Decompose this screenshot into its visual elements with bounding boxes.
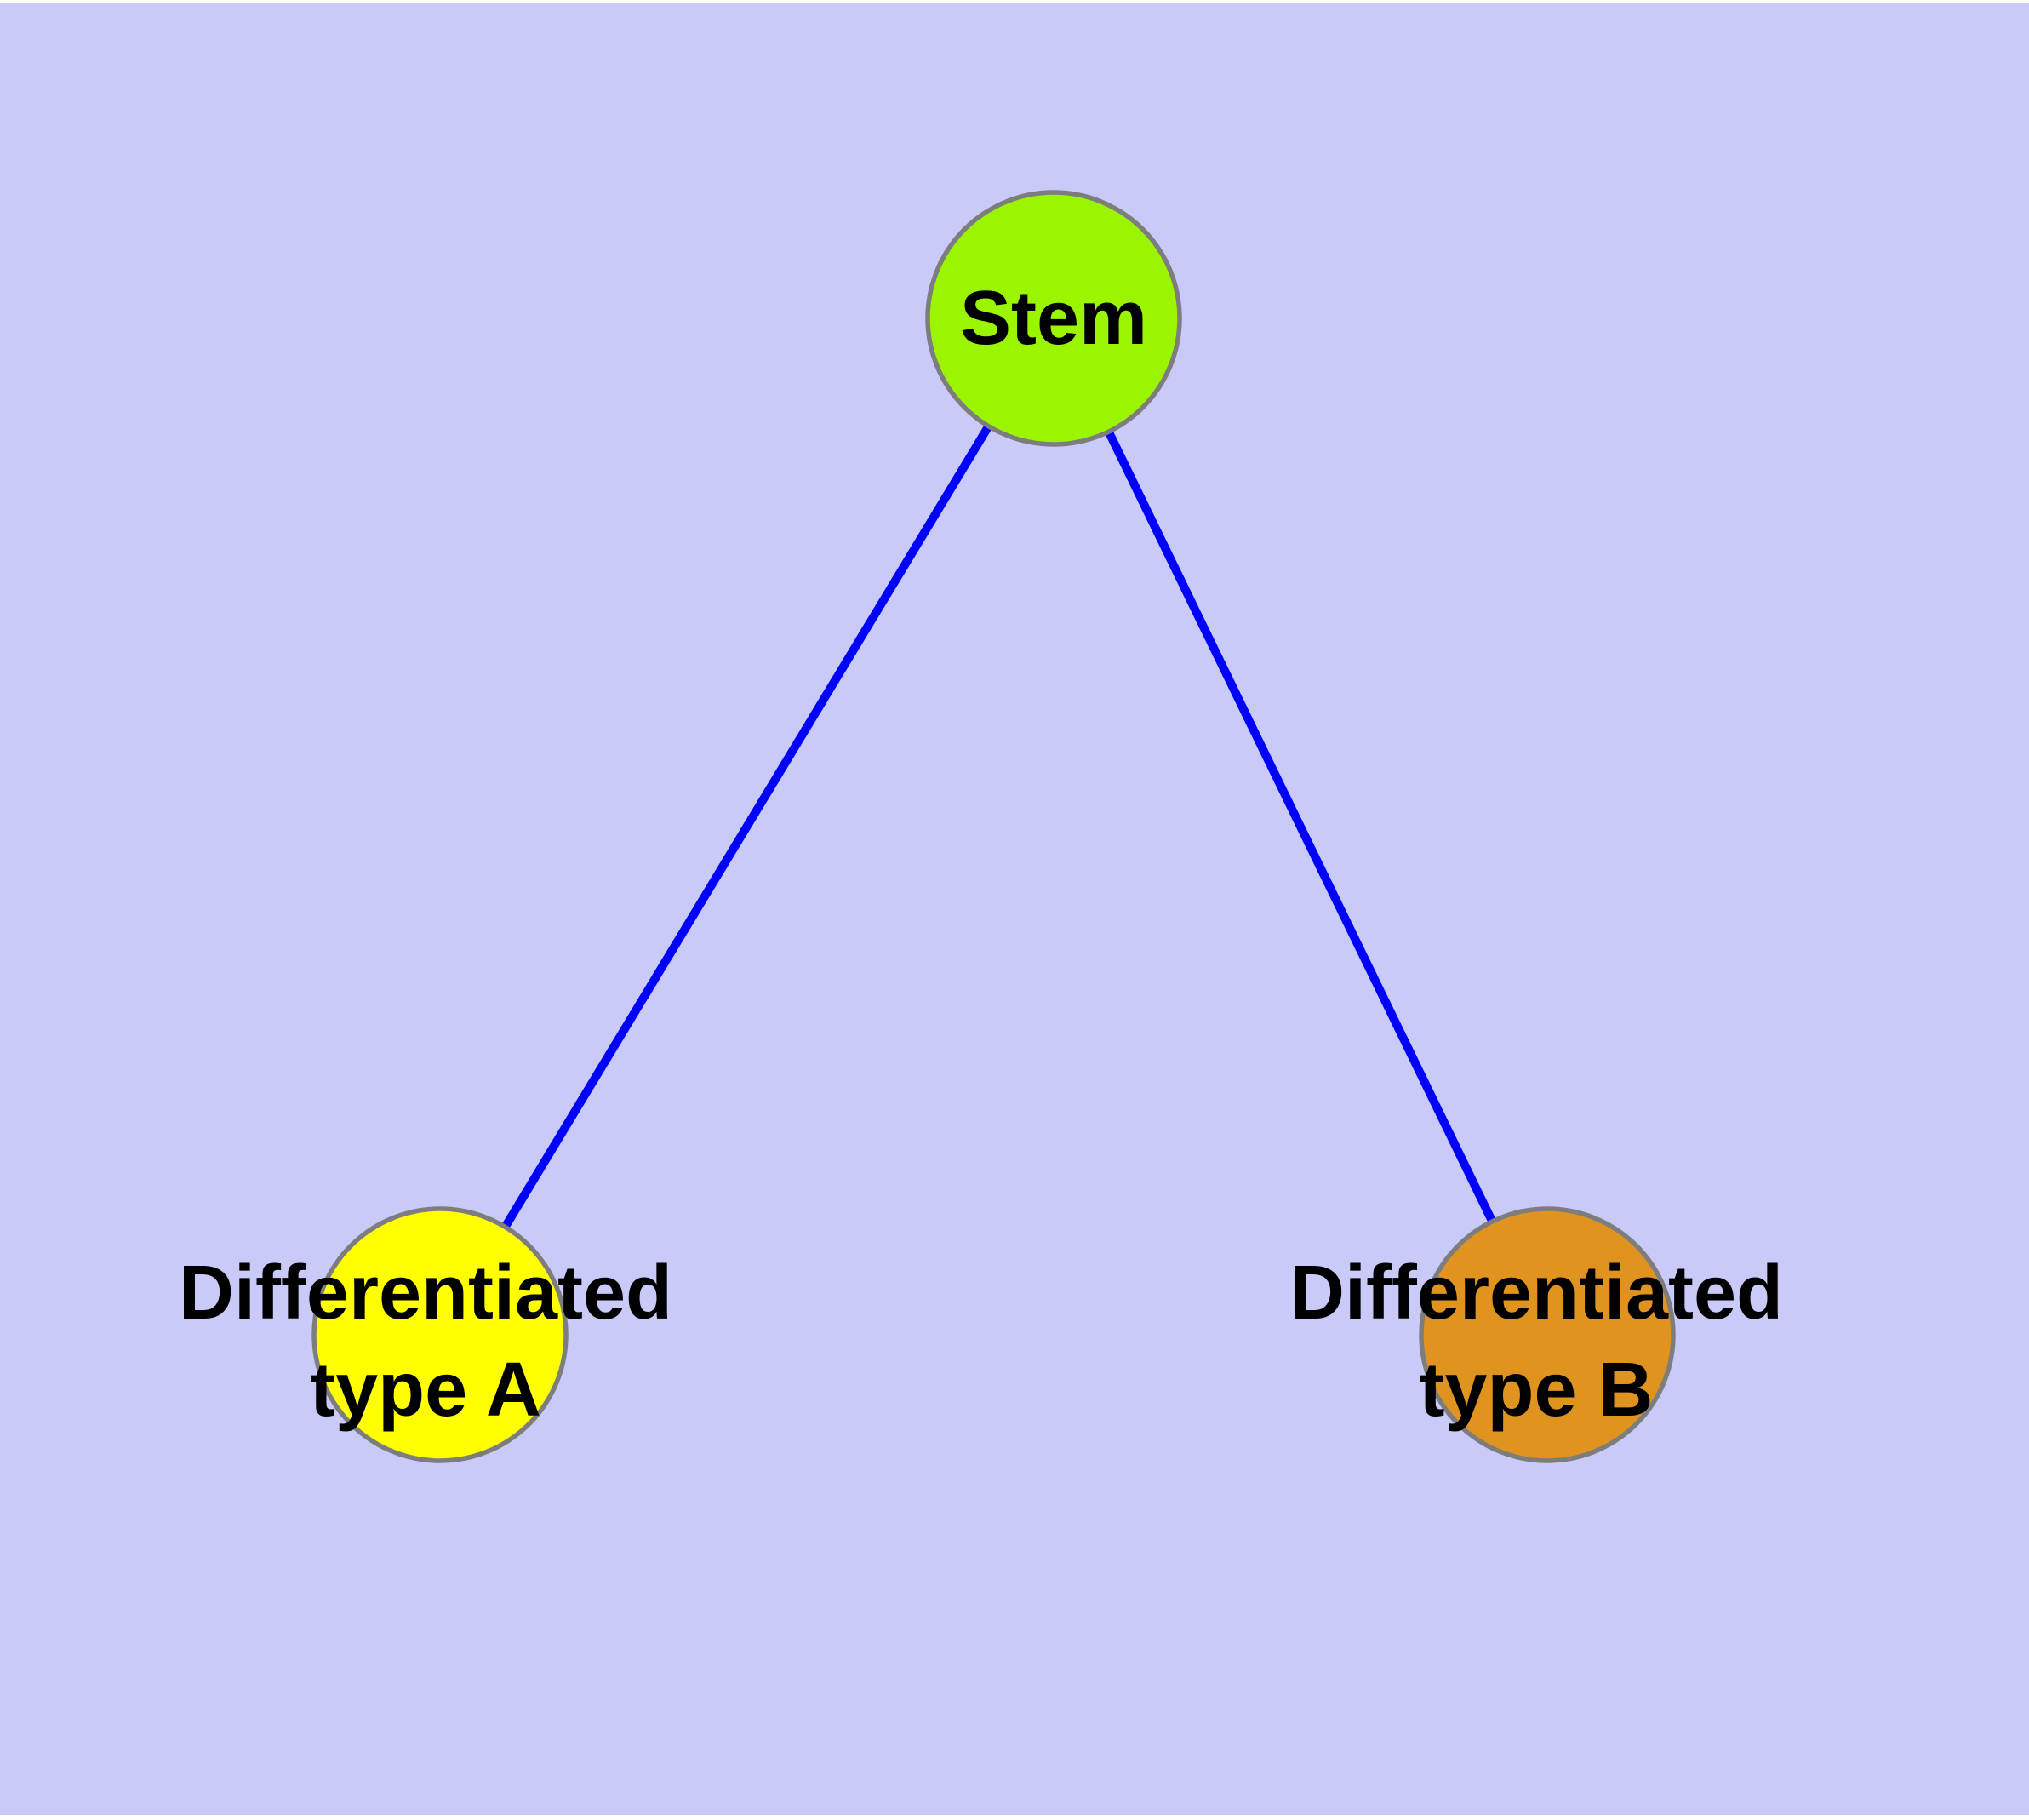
stem-node-label: Stem [960, 276, 1147, 361]
type-b-node [1419, 1206, 1676, 1463]
edge-stem-to-type-a [436, 316, 1058, 1337]
type-b-node-label-line2: type B [1419, 1348, 1653, 1433]
type-a-node [311, 1206, 569, 1463]
type-b-node-label-line1: Differentiated [1289, 1251, 1783, 1336]
stem-node [925, 190, 1182, 447]
type-a-node-label-line1: Differentiated [179, 1251, 672, 1336]
type-a-node-label-line2: type A [310, 1348, 541, 1433]
edge-stem-to-type-b [1049, 316, 1552, 1337]
